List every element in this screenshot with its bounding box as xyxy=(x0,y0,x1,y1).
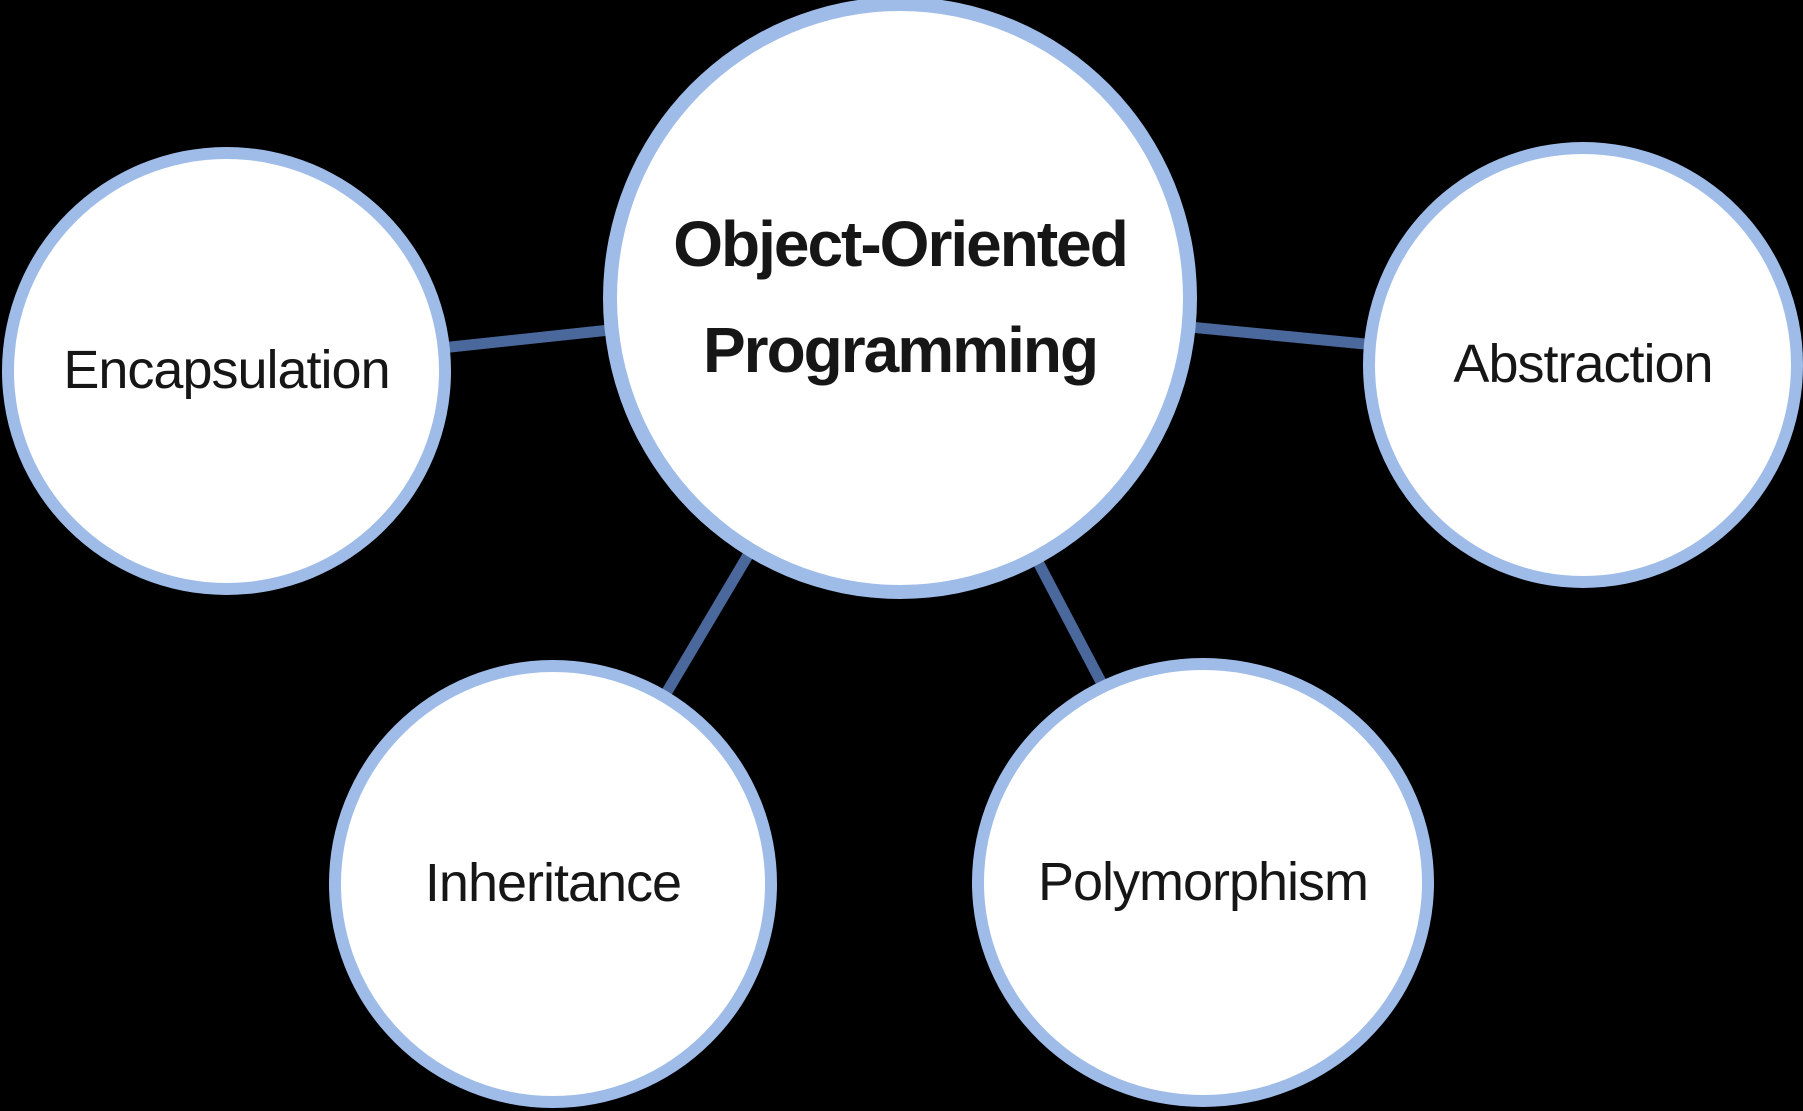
node-label: Inheritance xyxy=(424,853,682,914)
node-abstraction: Abstraction xyxy=(1363,142,1803,588)
node-label: Polymorphism xyxy=(1037,851,1369,912)
node-label: Encapsulation xyxy=(63,340,390,401)
node-label: Abstraction xyxy=(1453,334,1713,395)
node-inheritance: Inheritance xyxy=(329,660,777,1108)
node-polymorphism: Polymorphism xyxy=(972,658,1434,1107)
center-node-label-line1: Object-Oriented xyxy=(673,208,1129,281)
node-object-oriented-programming: Object-Oriented Programming xyxy=(603,0,1197,599)
node-encapsulation: Encapsulation xyxy=(2,147,451,595)
center-node-label-line2: Programming xyxy=(702,314,1099,386)
node-label: Object-Oriented Programming xyxy=(673,192,1129,403)
